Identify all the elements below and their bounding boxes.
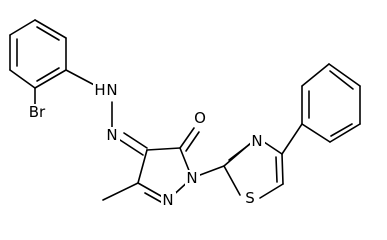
atom-label-n-pyrazole-2: N	[161, 191, 176, 209]
atom-label-n-pyrazole-1: N	[185, 169, 200, 187]
bond-double-inner	[144, 192, 162, 203]
atom-n-thiazole: N	[251, 132, 262, 150]
atom-h: H	[94, 81, 105, 99]
bond	[281, 153, 284, 185]
bond-double-inner	[36, 26, 60, 41]
phenyl-ring	[301, 63, 361, 143]
atom-n-pyrazole-2: N	[162, 191, 173, 209]
bond	[259, 183, 284, 199]
bond	[301, 123, 331, 143]
atom-n-nh: N	[106, 81, 117, 99]
atom-br: Br	[29, 103, 46, 121]
bond	[146, 147, 181, 151]
bond-double-inner	[275, 156, 278, 183]
bond	[34, 69, 67, 89]
bond-double-inner	[330, 123, 353, 137]
bond	[9, 19, 36, 36]
atom-label-nh: H N	[93, 81, 119, 99]
atom-n-pyrazole-1: N	[186, 169, 197, 187]
bond-thiazole-phenyl	[281, 123, 303, 155]
bond-double-inner	[228, 143, 251, 161]
atom-label-o: O	[192, 109, 208, 127]
bond-methyl	[102, 182, 139, 201]
bond-double-inner	[36, 67, 60, 82]
bond	[34, 19, 67, 39]
bond	[9, 69, 36, 89]
bond	[329, 123, 361, 143]
atom-s-thiazole: S	[245, 189, 255, 207]
bond	[263, 141, 283, 155]
bond-n-c-hydrazone-second	[123, 132, 148, 149]
atom-label-n-hydrazone: N	[105, 126, 120, 144]
bromophenyl-ring	[9, 19, 67, 89]
atom-label-s-thiazole: S	[243, 189, 258, 207]
bond-c-o	[179, 127, 195, 149]
chemical-structure-diagram: Br H N N O N N N S	[9, 19, 361, 209]
bond-double-inner	[329, 70, 354, 90]
thiazole-ring	[223, 141, 284, 199]
bond	[223, 165, 241, 196]
atom-n-hydrazone: N	[106, 126, 117, 144]
atom-label-br: Br	[26, 103, 48, 121]
bond-c-o-second	[185, 131, 200, 152]
atom-label-n-thiazole: N	[250, 132, 265, 150]
bond-n-c-hydrazone	[119, 139, 144, 156]
atom-o: O	[194, 109, 206, 127]
bond	[328, 63, 361, 87]
bond	[137, 149, 148, 184]
molecule-svg: Br H N N O N N N S	[9, 19, 361, 209]
bond	[301, 63, 330, 87]
